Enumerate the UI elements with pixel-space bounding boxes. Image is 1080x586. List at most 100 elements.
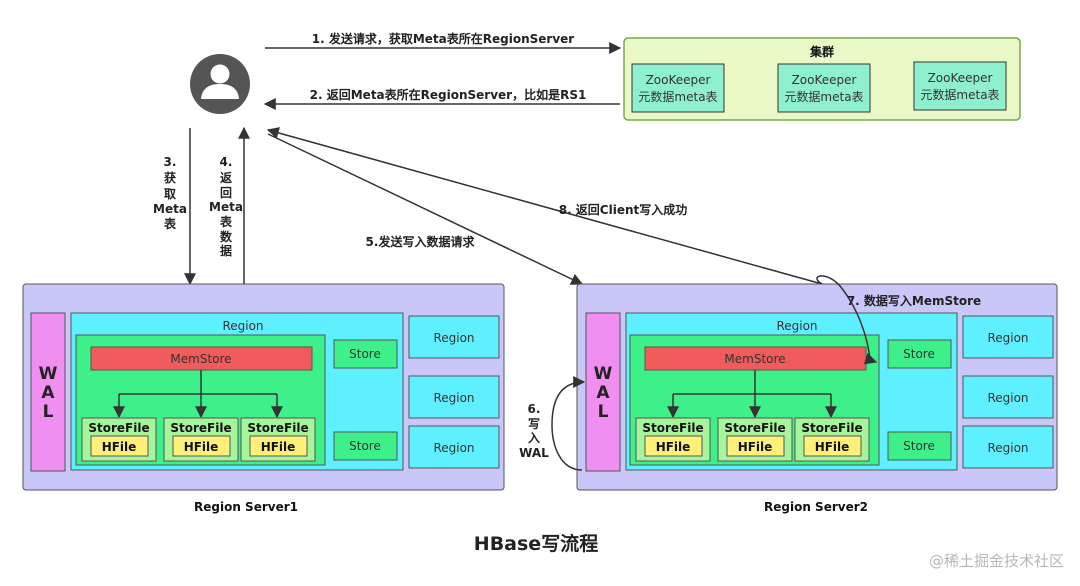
hfile-box bbox=[803, 435, 862, 457]
step-6-char: 入 bbox=[528, 431, 540, 445]
wal-char: L bbox=[43, 402, 54, 422]
zookeeper-line2: 元数据meta表 bbox=[920, 87, 999, 102]
zookeeper-line2: 元数据meta表 bbox=[784, 89, 863, 104]
store-main: MemStore StoreFile HFile StoreFile bbox=[75, 334, 326, 466]
step-6-label: 6. 写 入 WAL bbox=[519, 402, 549, 460]
store-label: Store bbox=[349, 347, 381, 361]
cluster-label: 集群 bbox=[809, 44, 834, 59]
hfile-label: HFile bbox=[738, 440, 773, 454]
user-icon bbox=[190, 54, 250, 114]
store-main: MemStore StoreFile HFile StoreFile HFile bbox=[629, 334, 880, 466]
zookeeper-node: ZooKeeper 元数据meta表 bbox=[777, 63, 871, 113]
wal-char: W bbox=[594, 364, 613, 384]
memstore-label: MemStore bbox=[170, 352, 231, 366]
storefile-label: StoreFile bbox=[247, 421, 308, 435]
store-label: Store bbox=[349, 439, 381, 453]
step-4-char: 4. bbox=[220, 155, 233, 169]
step-1-label: 1. 发送请求，获取Meta表所在RegionServer bbox=[312, 31, 575, 46]
region-server-2: W A L Region MemStore StoreFile bbox=[576, 283, 1058, 491]
arrow-step-8 bbox=[266, 127, 823, 285]
region-label: Region bbox=[433, 441, 474, 455]
wal-char: A bbox=[41, 383, 55, 403]
step-3-char: 表 bbox=[163, 216, 177, 231]
hfile-box bbox=[172, 435, 231, 457]
step-6-char: 写 bbox=[528, 417, 540, 431]
region-label: Region bbox=[987, 391, 1028, 405]
region-server-2-label: Region Server2 bbox=[764, 500, 868, 514]
zookeeper-line1: ZooKeeper bbox=[646, 73, 711, 87]
wal-char: L bbox=[598, 402, 609, 422]
region-label: Region bbox=[433, 391, 474, 405]
hfile-box bbox=[644, 435, 703, 457]
region-box: Region bbox=[408, 375, 500, 419]
region-server-1-label: Region Server1 bbox=[194, 500, 298, 514]
hfile-label: HFile bbox=[815, 440, 850, 454]
storefile-label: StoreFile bbox=[170, 421, 231, 435]
step-4-char: 数 bbox=[220, 229, 233, 244]
zookeeper-node: ZooKeeper 元数据meta表 bbox=[913, 61, 1007, 111]
region-box: Region bbox=[408, 425, 500, 469]
step-7-label: 7. 数据写入MemStore bbox=[847, 293, 981, 308]
step-4-char: 返 bbox=[220, 170, 232, 185]
step-3-char: Meta bbox=[153, 202, 187, 216]
watermark: @稀土掘金技术社区 bbox=[929, 552, 1064, 570]
step-4-label: 4. 返 回 Meta 表 数 据 bbox=[209, 155, 243, 258]
region-label: Region bbox=[987, 331, 1028, 345]
storefile-label: StoreFile bbox=[88, 421, 149, 435]
zookeeper-line1: ZooKeeper bbox=[792, 73, 857, 87]
hfile-box bbox=[249, 435, 308, 457]
wal-box: W A L bbox=[30, 312, 66, 472]
step-3-label: 3. 获 取 Meta 表 bbox=[153, 155, 187, 231]
step-3-char: 取 bbox=[164, 187, 176, 201]
step-4-char: 回 bbox=[220, 186, 232, 200]
region-label: Region bbox=[987, 441, 1028, 455]
region-main-label: Region bbox=[776, 319, 817, 333]
step-3-char: 3. bbox=[164, 155, 177, 169]
store-label: Store bbox=[903, 347, 935, 361]
store-label: Store bbox=[903, 439, 935, 453]
arrow-step-5 bbox=[267, 133, 584, 285]
step-6-char: 6. bbox=[528, 402, 541, 416]
region-main: Region MemStore StoreFile HFile bbox=[70, 312, 404, 471]
store-box: Store bbox=[333, 339, 398, 369]
step-2-label: 2. 返回Meta表所在RegionServer，比如是RS1 bbox=[310, 87, 587, 102]
storefile-label: StoreFile bbox=[801, 421, 862, 435]
region-server-1: W A L Region MemStore StoreFile bbox=[22, 283, 505, 491]
storefile-box: StoreFile HFile bbox=[635, 417, 711, 462]
step-8-label: 8. 返回Client写入成功 bbox=[559, 202, 688, 217]
storefile-box: StoreFile HFile bbox=[717, 417, 793, 462]
step-4-char: 表 bbox=[219, 214, 233, 229]
cluster-box: 集群 ZooKeeper 元数据meta表 ZooKeeper 元数据meta表… bbox=[623, 37, 1021, 121]
zookeeper-node: ZooKeeper 元数据meta表 bbox=[631, 63, 725, 113]
zookeeper-line2: 元数据meta表 bbox=[638, 89, 717, 104]
wal-char: W bbox=[39, 364, 58, 384]
memstore-label: MemStore bbox=[724, 352, 785, 366]
hfile-label: HFile bbox=[261, 440, 296, 454]
region-box: Region bbox=[962, 425, 1054, 469]
hfile-box bbox=[726, 435, 785, 457]
step-4-char: 据 bbox=[220, 243, 232, 258]
storefile-label: StoreFile bbox=[642, 421, 703, 435]
storefile-box: StoreFile HFile bbox=[240, 417, 316, 462]
diagram-title: HBase写流程 bbox=[474, 532, 598, 555]
region-main-label: Region bbox=[222, 319, 263, 333]
wal-box: W A L bbox=[585, 312, 621, 472]
region-main: Region MemStore StoreFile HFile bbox=[625, 312, 958, 471]
region-label: Region bbox=[433, 331, 474, 345]
region-box: Region bbox=[962, 315, 1054, 359]
step-6-char: WAL bbox=[519, 446, 549, 460]
zookeeper-line1: ZooKeeper bbox=[928, 71, 993, 85]
hfile-label: HFile bbox=[656, 440, 691, 454]
store-box: Store bbox=[887, 339, 952, 369]
wal-char: A bbox=[596, 383, 610, 403]
region-box: Region bbox=[408, 315, 500, 359]
step-3-char: 获 bbox=[163, 170, 176, 185]
hfile-label: HFile bbox=[184, 440, 219, 454]
arrow-step-7 bbox=[816, 275, 878, 365]
store-box: Store bbox=[333, 431, 398, 461]
storefile-box: StoreFile HFile bbox=[163, 417, 239, 462]
storefile-box: StoreFile HFile bbox=[81, 417, 157, 462]
hfile-box bbox=[90, 435, 149, 457]
hfile-label: HFile bbox=[102, 440, 137, 454]
